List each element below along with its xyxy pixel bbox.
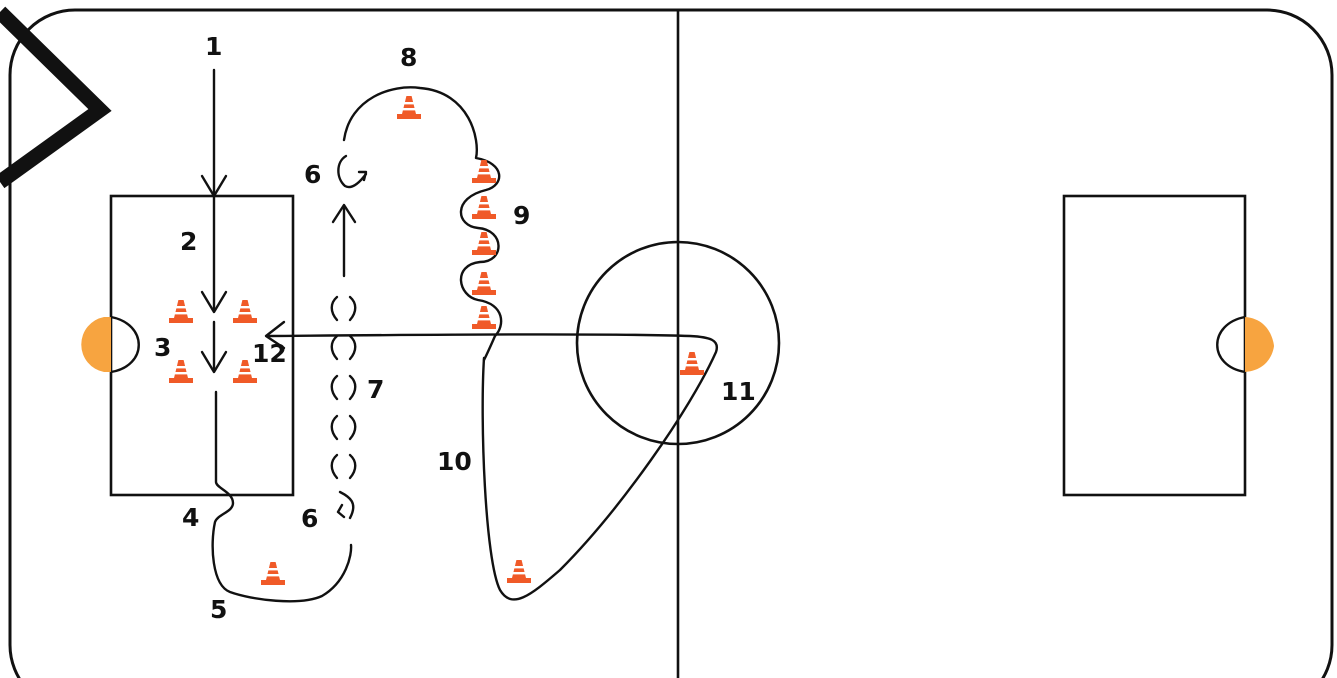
path-step-6-bottom [338,490,355,520]
step-label-1: 1 [205,32,222,61]
step-label-3: 3 [154,333,171,362]
step-label-12: 12 [252,339,287,368]
arrow-icon [357,170,368,182]
arrow-icon [336,503,346,519]
path-steps-8-9 [342,86,503,362]
step-label-6-bottom: 6 [301,504,318,533]
field-boundary [8,8,1334,678]
path-steps-4-5 [211,390,353,603]
step-label-9: 9 [513,201,530,230]
arrow-icon [264,320,286,350]
path-step-6-top [337,154,368,189]
goal-crease-icon-right [1216,315,1274,374]
step-label-10: 10 [437,447,472,476]
path-steps-1-2 [200,68,228,374]
step-label-7: 7 [367,375,384,404]
step-label-11: 11 [721,377,756,406]
center-circle [575,240,781,446]
path-steps-10-11 [266,333,719,601]
step-label-6-top: 6 [304,160,321,189]
step-label-5: 5 [210,595,227,624]
goal-crease-icon-left [81,315,140,374]
step-label-8: 8 [400,43,417,72]
step-label-4: 4 [182,503,199,532]
step-label-2: 2 [180,227,197,256]
corner-chevron-icon [0,6,112,189]
path-step-7 [330,203,357,480]
